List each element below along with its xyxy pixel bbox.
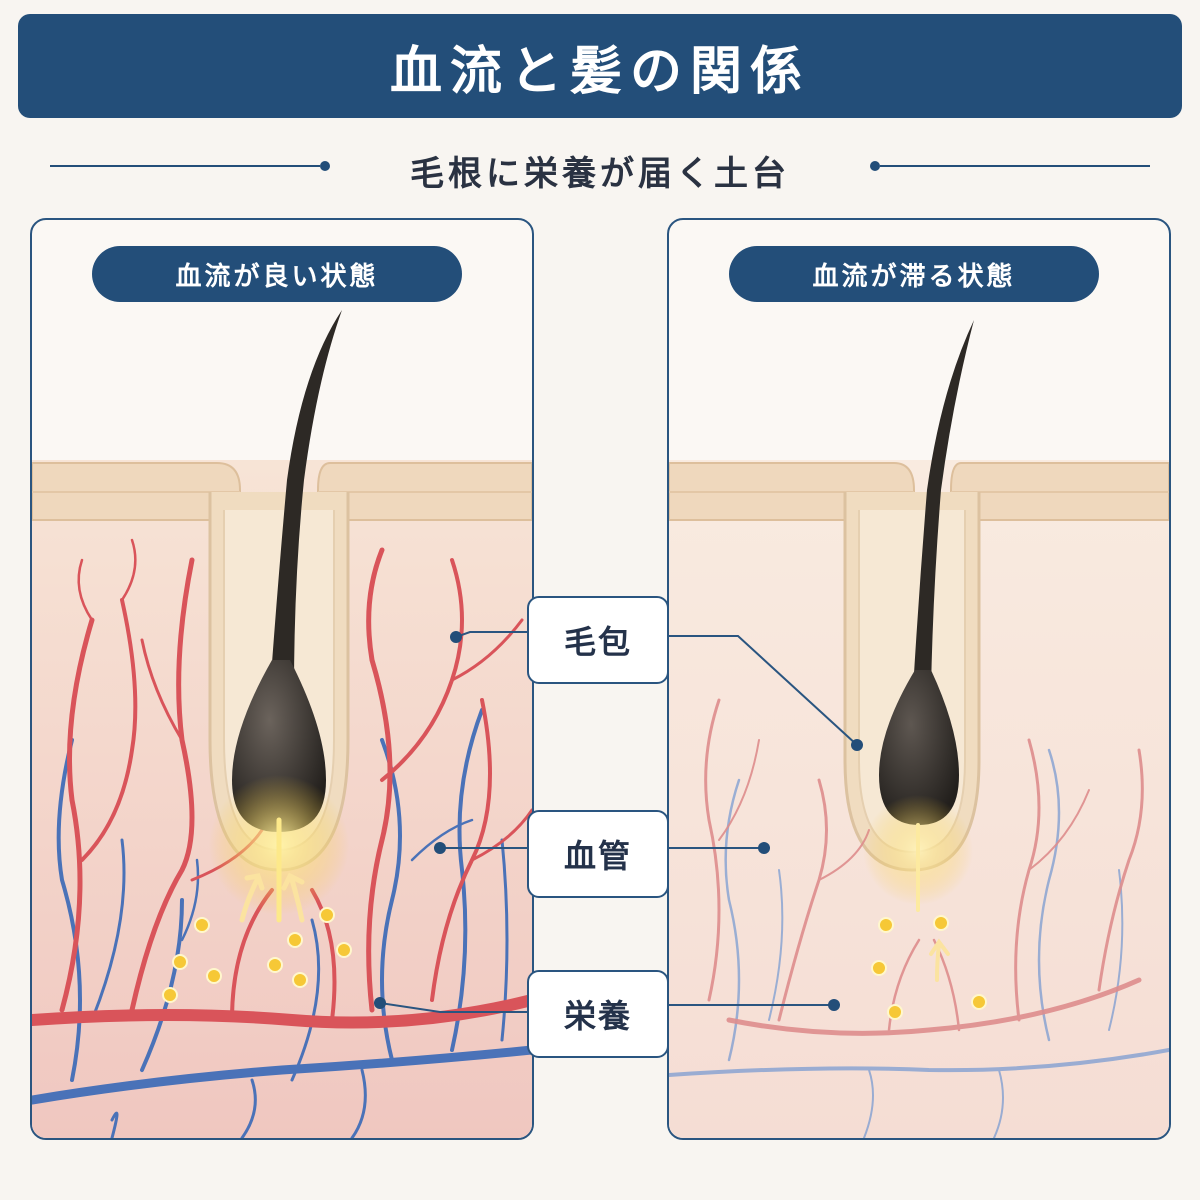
- leader-dot: [434, 842, 446, 854]
- leader-dot: [851, 739, 863, 751]
- subtitle-dot-right: [870, 161, 880, 171]
- good-flow-label-text: 血流が良い状態: [175, 261, 379, 292]
- title-banner: 血流と髪の関係: [18, 14, 1182, 118]
- callout-vessel-text: 血管: [563, 837, 632, 875]
- poor-flow-panel: 血流が滞る状態: [667, 218, 1171, 1140]
- subtitle-rule-left: [50, 165, 320, 167]
- callout-nutrient-text: 栄養: [563, 997, 632, 1035]
- leader-nutrient-left: [379, 1002, 527, 1013]
- leader-dot: [374, 997, 386, 1009]
- artery-network: [32, 538, 532, 1029]
- leader-dot: [450, 631, 462, 643]
- callout-nutrient: 栄養: [527, 970, 669, 1058]
- poor-flow-illustration: [669, 320, 1169, 1138]
- subtitle-row: 毛根に栄養が届く土台: [50, 140, 1150, 194]
- good-flow-panel: 血流が良い状態: [30, 218, 534, 1140]
- nutrient-dots: [162, 907, 352, 1003]
- leader-dot: [828, 999, 840, 1011]
- page-title: 血流と髪の関係: [389, 41, 810, 102]
- leader-dot: [758, 842, 770, 854]
- subtitle-dot-left: [320, 161, 330, 171]
- nutrient-arrows: [239, 872, 305, 923]
- nutrient-dots: [871, 915, 987, 1020]
- poor-flow-label: 血流が滞る状態: [729, 246, 1099, 302]
- leader-follicle-right: [665, 635, 858, 746]
- subtitle-rule-right: [880, 165, 1150, 167]
- subtitle: 毛根に栄養が届く土台: [410, 154, 790, 194]
- poor-flow-label-text: 血流が滞る状態: [812, 261, 1016, 292]
- hair-bulb: [879, 670, 959, 825]
- hair-shaft: [270, 310, 342, 690]
- vein-network: [32, 708, 532, 1138]
- hair-shaft: [913, 320, 974, 690]
- artery-network: [704, 698, 1144, 1036]
- callout-vessel: 血管: [527, 810, 669, 898]
- callout-follicle: 毛包: [527, 596, 669, 684]
- good-flow-label: 血流が良い状態: [92, 246, 462, 302]
- good-flow-illustration: [32, 310, 532, 1138]
- callout-follicle-text: 毛包: [563, 623, 632, 661]
- nutrient-arrows: [929, 938, 950, 982]
- leader-follicle-left: [455, 631, 527, 638]
- vein-network: [669, 748, 1169, 1138]
